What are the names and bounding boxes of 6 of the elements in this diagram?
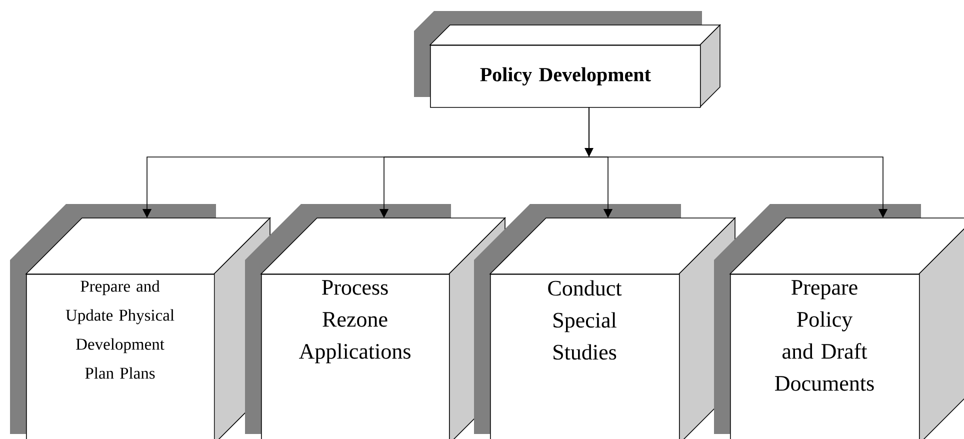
box-drawing: Prepare Policy and Draft Documents bbox=[714, 204, 964, 439]
box-drawing: Prepare and Update Physical Development Plan Plans bbox=[10, 204, 271, 439]
box-drawing: Conduct Special Studies bbox=[474, 204, 736, 439]
box-drawing: Process Rezone Applications bbox=[245, 204, 506, 439]
arrowhead bbox=[584, 148, 594, 157]
box-drawing: Policy Development bbox=[414, 11, 721, 108]
